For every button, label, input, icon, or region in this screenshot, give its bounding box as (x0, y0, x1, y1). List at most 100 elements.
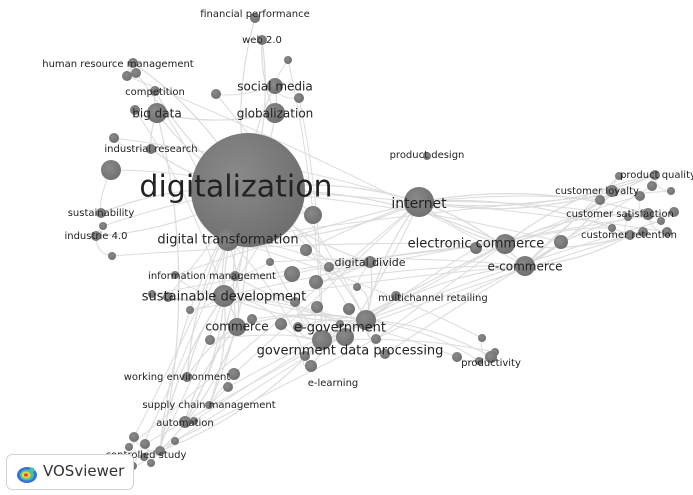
keyword-node[interactable] (125, 443, 133, 451)
keyword-node[interactable] (478, 334, 486, 342)
human-resource-management-node[interactable] (128, 58, 138, 68)
keyword-node[interactable] (101, 160, 121, 180)
keyword-node[interactable] (608, 224, 616, 232)
keyword-node[interactable] (647, 181, 657, 191)
keyword-node[interactable] (470, 242, 482, 254)
e-learning-node[interactable] (305, 360, 317, 372)
keyword-node[interactable] (163, 292, 173, 302)
keyword-node[interactable] (304, 206, 322, 224)
product-design-node[interactable] (423, 152, 431, 160)
electronic-commerce-label[interactable]: electronic commerce (408, 237, 545, 252)
keyword-node[interactable] (275, 318, 287, 330)
keyword-node[interactable] (343, 303, 355, 315)
keyword-node[interactable] (554, 235, 568, 249)
sustainable-development-node[interactable] (213, 285, 235, 307)
ecommerce-node[interactable] (515, 256, 535, 276)
sustainability-label[interactable]: sustainability (68, 208, 135, 219)
keyword-node[interactable] (662, 227, 672, 237)
keyword-node[interactable] (635, 191, 645, 201)
customer-retention-node[interactable] (625, 230, 635, 240)
keyword-node[interactable] (130, 105, 140, 115)
egovernment-label[interactable]: e-government (294, 321, 386, 336)
keyword-node[interactable] (324, 262, 334, 272)
electronic-commerce-node[interactable] (495, 234, 515, 254)
internet-label[interactable]: internet (391, 196, 447, 212)
keyword-node[interactable] (290, 297, 300, 307)
controlled-study-label[interactable]: controlled study (106, 450, 187, 461)
keyword-node[interactable] (293, 322, 303, 332)
keyword-node[interactable] (371, 334, 381, 344)
globalization-label[interactable]: globalization (237, 107, 314, 121)
industrie-4-0-node[interactable] (91, 231, 101, 241)
keyword-node[interactable] (309, 275, 323, 289)
controlled-study-node[interactable] (155, 446, 165, 456)
digital-divide-label[interactable]: digital divide (334, 256, 405, 269)
keyword-node[interactable] (171, 271, 179, 279)
information-management-node[interactable] (230, 271, 240, 281)
keyword-node[interactable] (284, 56, 292, 64)
supply-chain-management-node[interactable] (205, 401, 213, 409)
keyword-node[interactable] (624, 213, 632, 221)
keyword-node[interactable] (131, 68, 141, 78)
keyword-node[interactable] (223, 382, 233, 392)
big-data-node[interactable] (147, 103, 167, 123)
keyword-node[interactable] (669, 207, 679, 217)
customer-retention-label[interactable]: customer retention (581, 230, 677, 241)
keyword-node[interactable] (247, 314, 257, 324)
keyword-node[interactable] (109, 133, 119, 143)
industrie-4-0-label[interactable]: industrie 4.0 (64, 231, 127, 242)
commerce-node[interactable] (228, 318, 246, 336)
keyword-node[interactable] (311, 301, 323, 313)
automation-node[interactable] (179, 416, 191, 428)
multichannel-retailing-label[interactable]: multichannel retailing (378, 293, 487, 304)
product-quality-label[interactable]: product quality (620, 170, 693, 181)
keyword-node[interactable] (140, 439, 150, 449)
digitalization-label[interactable]: digitalization (139, 170, 332, 205)
supply-chain-management-label[interactable]: supply chain management (142, 400, 275, 411)
keyword-node[interactable] (205, 335, 215, 345)
sustainable-development-label[interactable]: sustainable development (142, 290, 306, 305)
keyword-node[interactable] (336, 328, 354, 346)
keyword-node[interactable] (294, 93, 304, 103)
multichannel-retailing-node[interactable] (391, 291, 401, 301)
keyword-node[interactable] (122, 71, 132, 81)
digital-divide-node[interactable] (364, 256, 376, 268)
keyword-node[interactable] (336, 320, 344, 328)
keyword-node[interactable] (667, 187, 675, 195)
sustainability-node[interactable] (96, 208, 106, 218)
industrial-research-label[interactable]: industrial research (104, 144, 197, 155)
big-data-label[interactable]: big data (132, 107, 181, 121)
keyword-node[interactable] (638, 227, 648, 237)
keyword-node[interactable] (171, 437, 179, 445)
keyword-node[interactable] (452, 352, 462, 362)
financial-performance-node[interactable] (250, 13, 260, 23)
keyword-node[interactable] (99, 222, 107, 230)
product-design-label[interactable]: product design (390, 150, 465, 161)
social-media-node[interactable] (267, 78, 283, 94)
government-data-processing-node[interactable] (312, 330, 332, 350)
keyword-node[interactable] (353, 283, 361, 291)
keyword-node[interactable] (284, 266, 300, 282)
digital-transformation-node[interactable] (217, 229, 239, 251)
productivity-label[interactable]: productivity (461, 358, 521, 369)
competition-label[interactable]: competition (125, 87, 185, 98)
keyword-node[interactable] (186, 306, 194, 314)
keyword-node[interactable] (190, 417, 198, 425)
information-management-label[interactable]: information management (148, 271, 276, 282)
social-media-label[interactable]: social media (237, 80, 312, 94)
financial-performance-label[interactable]: financial performance (200, 9, 310, 20)
competition-node[interactable] (150, 86, 160, 96)
keyword-node[interactable] (140, 453, 148, 461)
e-learning-label[interactable]: e-learning (308, 378, 359, 389)
keyword-node[interactable] (300, 244, 312, 256)
keyword-node[interactable] (615, 172, 623, 180)
keyword-node[interactable] (129, 432, 139, 442)
web-2-0-node[interactable] (257, 35, 267, 45)
working-environment-label[interactable]: working environment (124, 372, 231, 383)
keyword-node[interactable] (147, 459, 155, 467)
keyword-node[interactable] (475, 357, 483, 365)
government-data-processing-label[interactable]: government data processing (257, 344, 444, 359)
working-environment-node[interactable] (182, 372, 192, 382)
web-2-0-label[interactable]: web 2.0 (242, 35, 282, 46)
